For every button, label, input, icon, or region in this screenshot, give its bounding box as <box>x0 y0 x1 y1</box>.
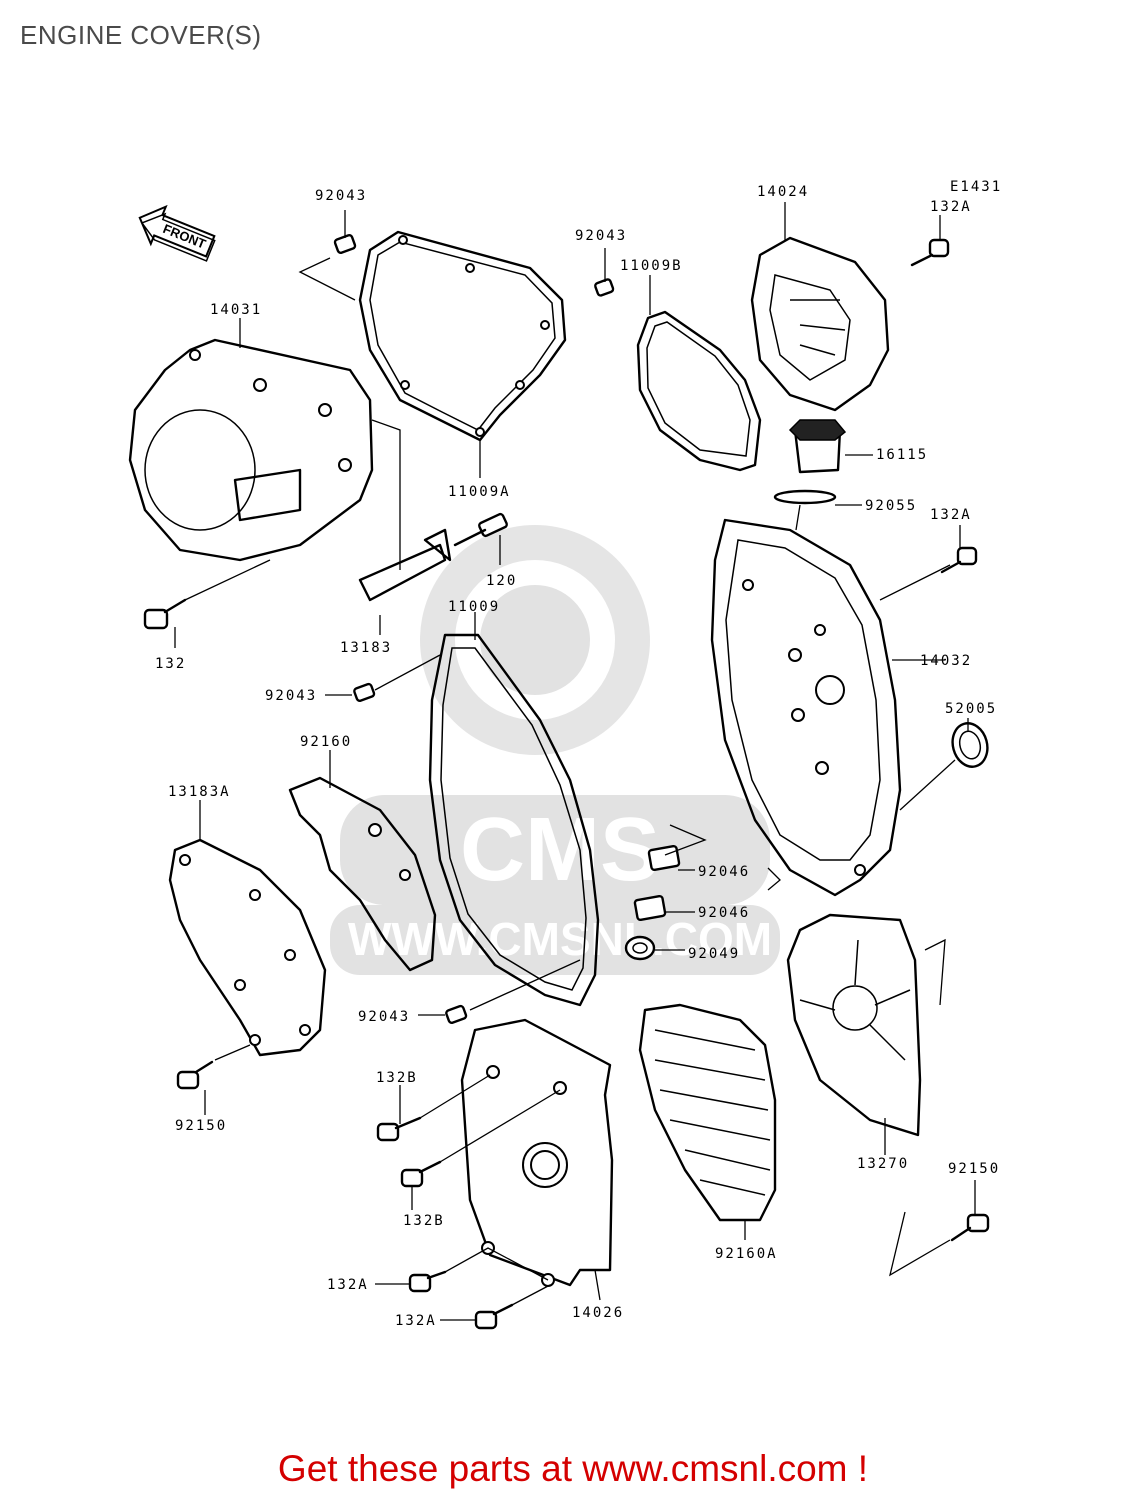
label-11009[interactable]: 11009 <box>448 599 500 615</box>
part-14026-cover[interactable] <box>460 1018 614 1287</box>
part-92043-dowel-top[interactable] <box>333 233 357 255</box>
part-92055-oring[interactable] <box>773 489 837 505</box>
watermark-logo: CMS WWW.CMSNL.COM <box>330 525 780 975</box>
label-132A-top[interactable]: 132A <box>930 199 972 215</box>
part-labels: E1431 92043 92043 11009B 14024 132A 1403… <box>155 179 1002 1329</box>
watermark-url: WWW.CMSNL.COM <box>348 913 772 965</box>
label-92043-top[interactable]: 92043 <box>315 188 367 204</box>
label-92043-bottom[interactable]: 92043 <box>358 1009 410 1025</box>
diagram-code: E1431 <box>950 179 1002 195</box>
part-13183A-plate[interactable] <box>168 838 327 1057</box>
label-92049[interactable]: 92049 <box>688 946 740 962</box>
label-92160[interactable]: 92160 <box>300 734 352 750</box>
part-92150-bolt-right[interactable] <box>950 1213 990 1242</box>
label-92046-a[interactable]: 92046 <box>698 864 750 880</box>
label-14024[interactable]: 14024 <box>757 184 809 200</box>
label-13183A[interactable]: 13183A <box>168 784 231 800</box>
label-13183[interactable]: 13183 <box>340 640 392 656</box>
part-11009A-gasket[interactable] <box>358 230 567 442</box>
part-132A-bolt-a[interactable] <box>408 1270 447 1293</box>
part-16115-cap[interactable] <box>788 419 847 474</box>
label-92160A[interactable]: 92160A <box>715 1246 778 1262</box>
part-132B-bolt-b[interactable] <box>400 1160 442 1188</box>
part-14024-cover[interactable] <box>750 236 890 412</box>
part-92160A-finned-plate[interactable] <box>638 1003 777 1222</box>
part-14032-cover[interactable] <box>710 518 902 897</box>
part-132B-bolt-a[interactable] <box>376 1116 422 1142</box>
part-52005-seal[interactable] <box>948 719 992 770</box>
label-92055[interactable]: 92055 <box>865 498 917 514</box>
label-92150-right[interactable]: 92150 <box>948 1161 1000 1177</box>
part-13270-gasket[interactable] <box>786 913 922 1137</box>
label-11009A[interactable]: 11009A <box>448 484 511 500</box>
part-132A-bolt-b[interactable] <box>474 1303 514 1330</box>
label-92043-left[interactable]: 92043 <box>265 688 317 704</box>
part-11009B-gasket[interactable] <box>636 310 762 472</box>
part-92049-seal[interactable] <box>624 935 656 961</box>
label-92150-left[interactable]: 92150 <box>175 1118 227 1134</box>
label-13270[interactable]: 13270 <box>857 1156 909 1172</box>
label-132A-b[interactable]: 132A <box>395 1313 437 1329</box>
label-16115[interactable]: 16115 <box>876 447 928 463</box>
page-title: ENGINE COVER(S) <box>20 20 262 50</box>
part-13183-bracket[interactable] <box>358 528 452 602</box>
label-132[interactable]: 132 <box>155 656 186 672</box>
label-52005[interactable]: 52005 <box>945 701 997 717</box>
front-arrow-icon: FRONT <box>138 204 216 262</box>
part-92043-dowel-mid[interactable] <box>594 278 615 297</box>
label-14032[interactable]: 14032 <box>920 653 972 669</box>
part-92043-dowel-bottom[interactable] <box>445 1004 468 1025</box>
label-120[interactable]: 120 <box>486 573 517 589</box>
part-132A-bolt-top[interactable] <box>910 238 950 267</box>
part-92046-bearing-a[interactable] <box>647 844 681 872</box>
part-132A-bolt-right[interactable] <box>940 546 978 574</box>
part-92150-bolt-left[interactable] <box>176 1060 214 1090</box>
part-92043-dowel-left[interactable] <box>353 682 376 703</box>
label-14031[interactable]: 14031 <box>210 302 262 318</box>
leader-lines <box>174 202 976 1321</box>
label-11009B[interactable]: 11009B <box>620 258 683 274</box>
label-92046-b[interactable]: 92046 <box>698 905 750 921</box>
label-92043-mid[interactable]: 92043 <box>575 228 627 244</box>
watermark-brand: CMS <box>460 800 660 900</box>
label-14026[interactable]: 14026 <box>572 1305 624 1321</box>
part-120-bolt[interactable] <box>453 512 508 547</box>
part-92160-plate[interactable] <box>288 776 437 972</box>
label-132B-b[interactable]: 132B <box>403 1213 445 1229</box>
part-132-bolt[interactable] <box>143 598 187 630</box>
cmsnl-footer-link[interactable]: Get these parts at www.cmsnl.com ! <box>277 1448 869 1489</box>
label-132A-a[interactable]: 132A <box>327 1277 369 1293</box>
label-132A-right[interactable]: 132A <box>930 507 972 523</box>
part-92046-bearing-b[interactable] <box>633 894 667 922</box>
part-14031-cover[interactable] <box>128 338 374 562</box>
part-11009-gasket[interactable] <box>428 633 600 1007</box>
label-132B-a[interactable]: 132B <box>376 1070 418 1086</box>
